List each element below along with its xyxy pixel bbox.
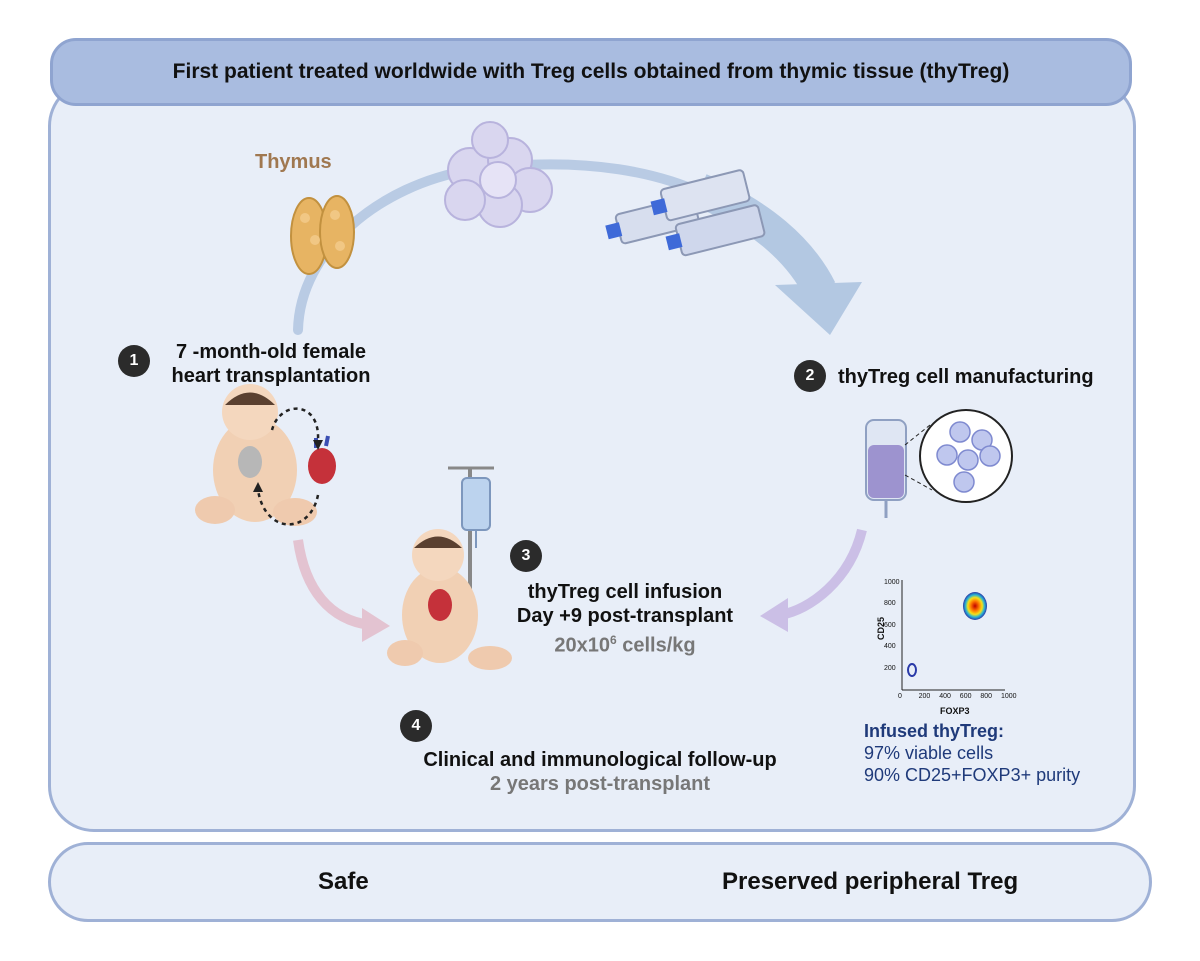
plot-y-tick: 400 [884, 643, 896, 650]
step-1-line2: heart transplantation [171, 365, 371, 387]
culture-flasks-icon [605, 169, 766, 257]
step-4-badge: 4 [400, 710, 432, 742]
plot-y-tick: 600 [884, 621, 896, 629]
plot-y-tick: 200 [884, 664, 896, 672]
step-3-dose: 20x106 cells/kg [500, 628, 750, 658]
infused-purity: 90% CD25+FOXP3+ purity [864, 765, 1081, 785]
plot-x-tick: 600 [959, 693, 972, 700]
plot-x-tick: 400 [939, 693, 951, 700]
infused-viability: 97% viable cells [864, 743, 994, 763]
arrow-from-manufacturing [760, 528, 867, 632]
step-4-line1: Clinical and immunological follow-up [423, 749, 777, 771]
negative-population [907, 663, 917, 677]
plot-x-tick: 200 [918, 693, 931, 700]
infused-summary: Infused thyTreg: 97% viable cells 90% CD… [864, 720, 1080, 786]
infant-treated-icon [387, 529, 512, 670]
thymus-label: Thymus [255, 151, 332, 173]
step-3-line1: thyTreg cell infusion [527, 581, 723, 603]
outcome-preserved-treg: Preserved peripheral Treg [722, 868, 1019, 895]
cell-infusion-bag-icon [865, 419, 907, 518]
step-3-badge: 3 [510, 540, 542, 572]
plot-x-tick: 1000 [1001, 693, 1017, 700]
plot-y-tick: 800 [884, 600, 896, 607]
dose-unit: cells/kg [616, 634, 696, 657]
step-1-badge: 1 [118, 345, 150, 377]
step-2-badge: 2 [794, 360, 826, 392]
transplant-exchange-arrows [256, 407, 320, 526]
infant-patient-icon [195, 384, 317, 526]
arrow-to-infusion [293, 539, 390, 642]
flow-cytometry-plot [901, 580, 1005, 691]
step-4-text: Clinical and immunological follow-up 2 y… [400, 748, 800, 796]
thymus-organ-icon [290, 195, 355, 275]
outcome-safe: Safe [318, 868, 369, 895]
heart-icon [308, 435, 336, 484]
treg-population [963, 592, 987, 620]
cell-cluster-icon [444, 121, 553, 228]
outcome-bar [48, 842, 1152, 922]
plot-xlabel: FOXP3 [940, 706, 970, 716]
title-banner: First patient treated worldwide with Tre… [50, 38, 1132, 106]
dose-exponent: 6 [610, 633, 617, 647]
step-2-text: thyTreg cell manufacturing [838, 366, 1094, 388]
dose-base: 20x10 [554, 634, 610, 657]
infused-heading: Infused thyTreg: [864, 721, 1005, 741]
step-3-text: thyTreg cell infusion Day +9 post-transp… [500, 580, 750, 658]
step-1-line1: 7 -month-old female [175, 341, 366, 363]
plot-x-tick: 0 [898, 693, 902, 700]
step-1-text: 7 -month-old female heart transplantatio… [160, 340, 382, 388]
process-arc-arrow [293, 159, 862, 335]
plot-y-tick: 1000 [884, 578, 900, 586]
step-4-line2: 2 years post-transplant [489, 773, 711, 795]
magnified-cells-icon [904, 409, 1013, 503]
page-title: First patient treated worldwide with Tre… [172, 60, 1010, 83]
plot-x-tick: 800 [980, 693, 993, 700]
step-3-line2: Day +9 post-transplant [516, 605, 734, 627]
